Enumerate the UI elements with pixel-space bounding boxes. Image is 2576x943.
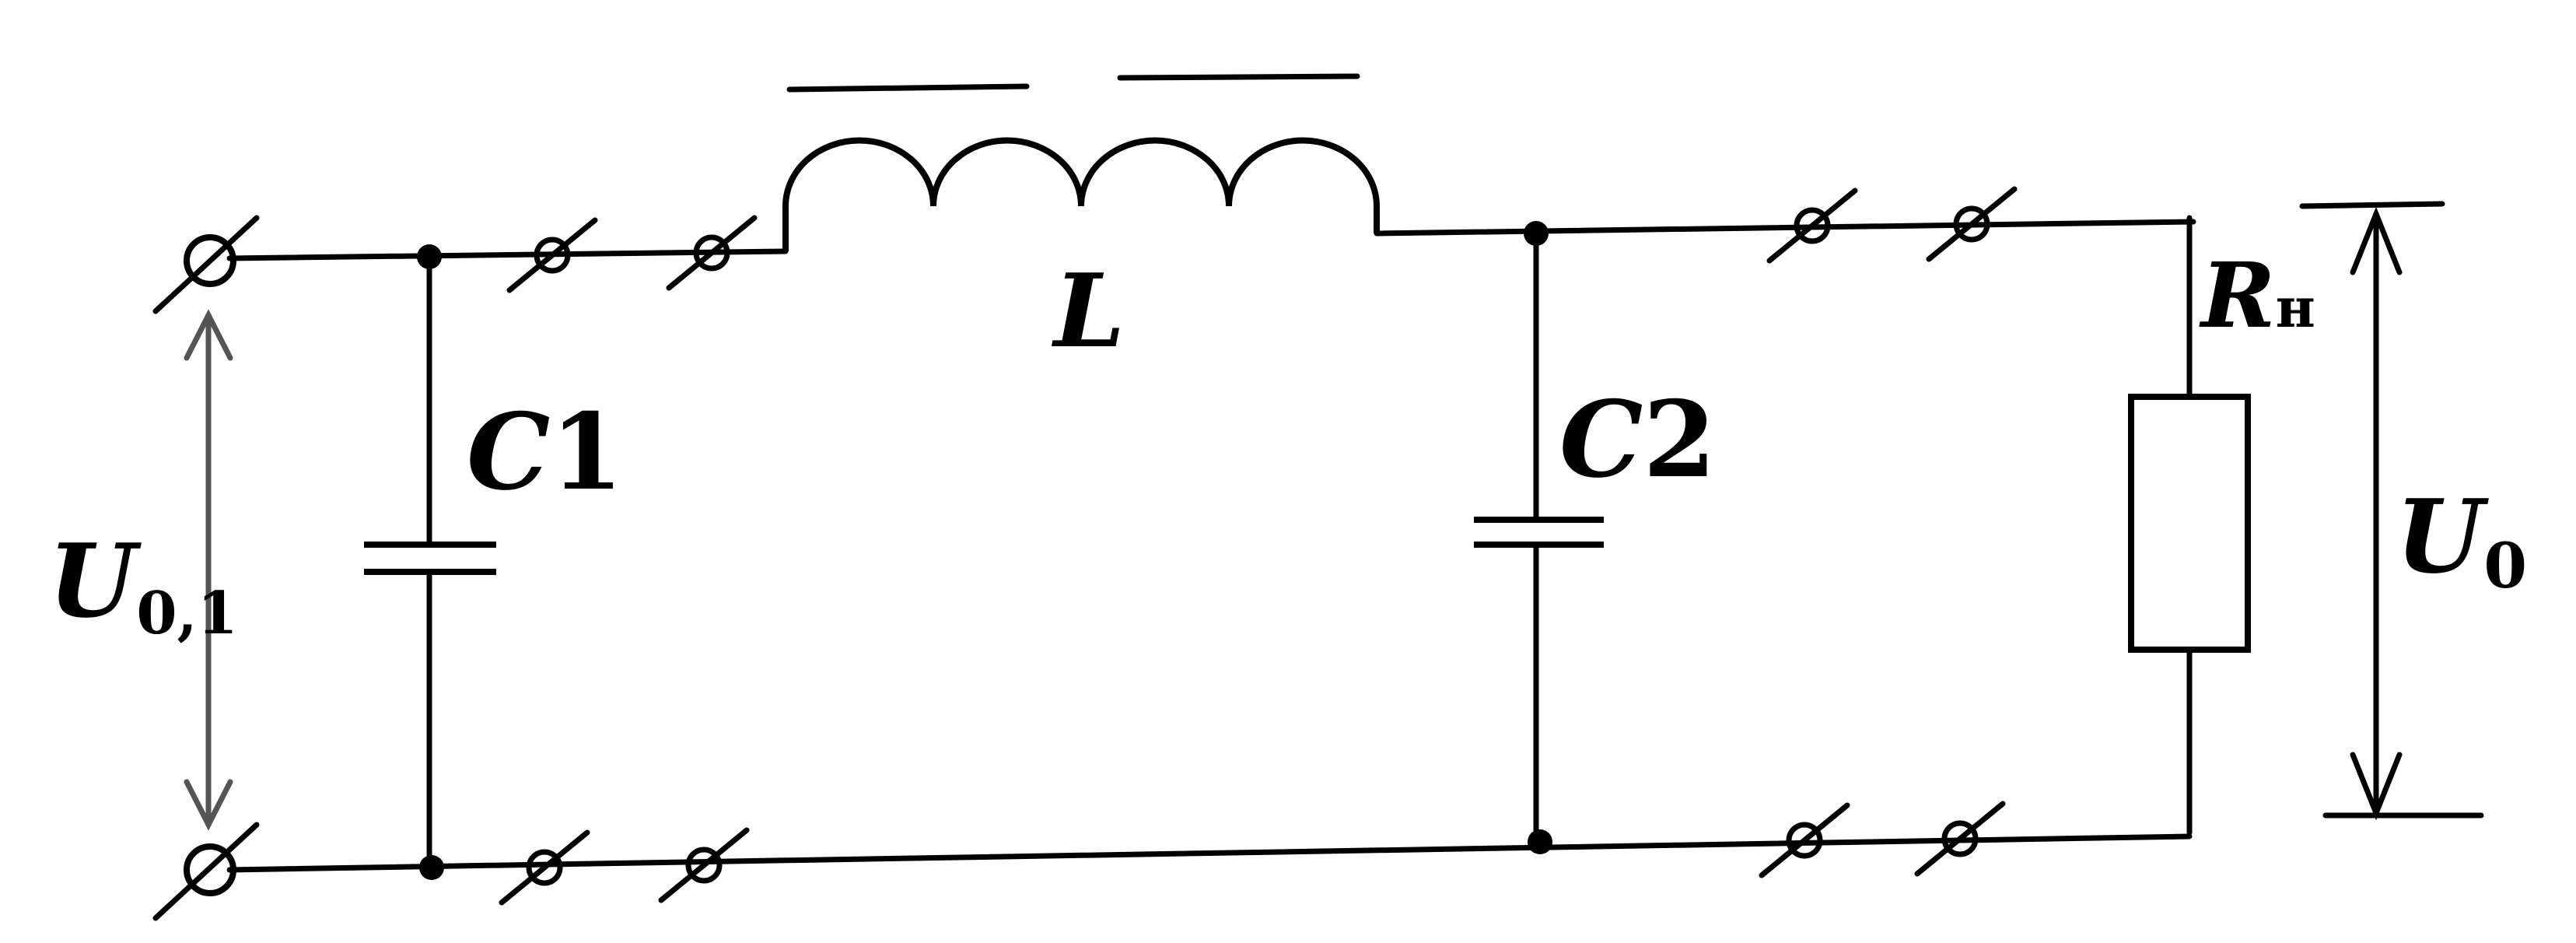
input-voltage-label: U0,1 — [48, 521, 238, 647]
junction-nodes — [417, 221, 1552, 880]
connection-mark — [1914, 801, 2006, 877]
c2-label: C2 — [1559, 377, 1716, 501]
capacitor-c2 — [1474, 517, 1604, 548]
input-terminal-bottom — [152, 822, 260, 921]
wires — [226, 215, 2196, 873]
out-tick-top — [2299, 201, 2445, 209]
terminal-slash — [152, 822, 260, 921]
load-label: Rн — [2199, 244, 2315, 349]
load-resistor — [2128, 394, 2251, 653]
connection-mark — [1926, 186, 2018, 262]
connection-mark — [499, 829, 590, 906]
top-wire-left — [226, 248, 789, 261]
node-c2-bottom — [1528, 829, 1552, 854]
inductor-l — [782, 73, 1380, 251]
connection-mark — [666, 215, 758, 291]
node-c2-top — [1524, 221, 1549, 246]
capacitor-c1 — [364, 542, 496, 575]
output-voltage-arrow — [2299, 201, 2484, 821]
output-voltage-label: U0 — [2396, 477, 2527, 602]
inductor-coil — [782, 137, 1380, 251]
input-voltage-arrow — [184, 309, 233, 831]
terminal-slash — [152, 215, 260, 314]
connection-mark — [506, 217, 598, 293]
bottom-wire — [226, 833, 2193, 873]
inductor-label: L — [1051, 251, 1125, 370]
c1-label: C1 — [467, 390, 623, 514]
connection-mark — [1766, 188, 1858, 264]
node-c1-top — [417, 244, 442, 269]
terminal-circle — [184, 843, 236, 896]
input-terminal-top — [152, 215, 260, 314]
terminal-circle — [184, 234, 236, 287]
inductor-core-right — [1117, 73, 1360, 81]
inductor-core-left — [786, 83, 1030, 93]
connection-marks — [499, 186, 2018, 906]
connection-mark — [658, 827, 750, 903]
node-c1-bottom — [419, 855, 444, 880]
top-wire-right — [1374, 219, 2196, 237]
connection-mark — [1759, 802, 1850, 878]
